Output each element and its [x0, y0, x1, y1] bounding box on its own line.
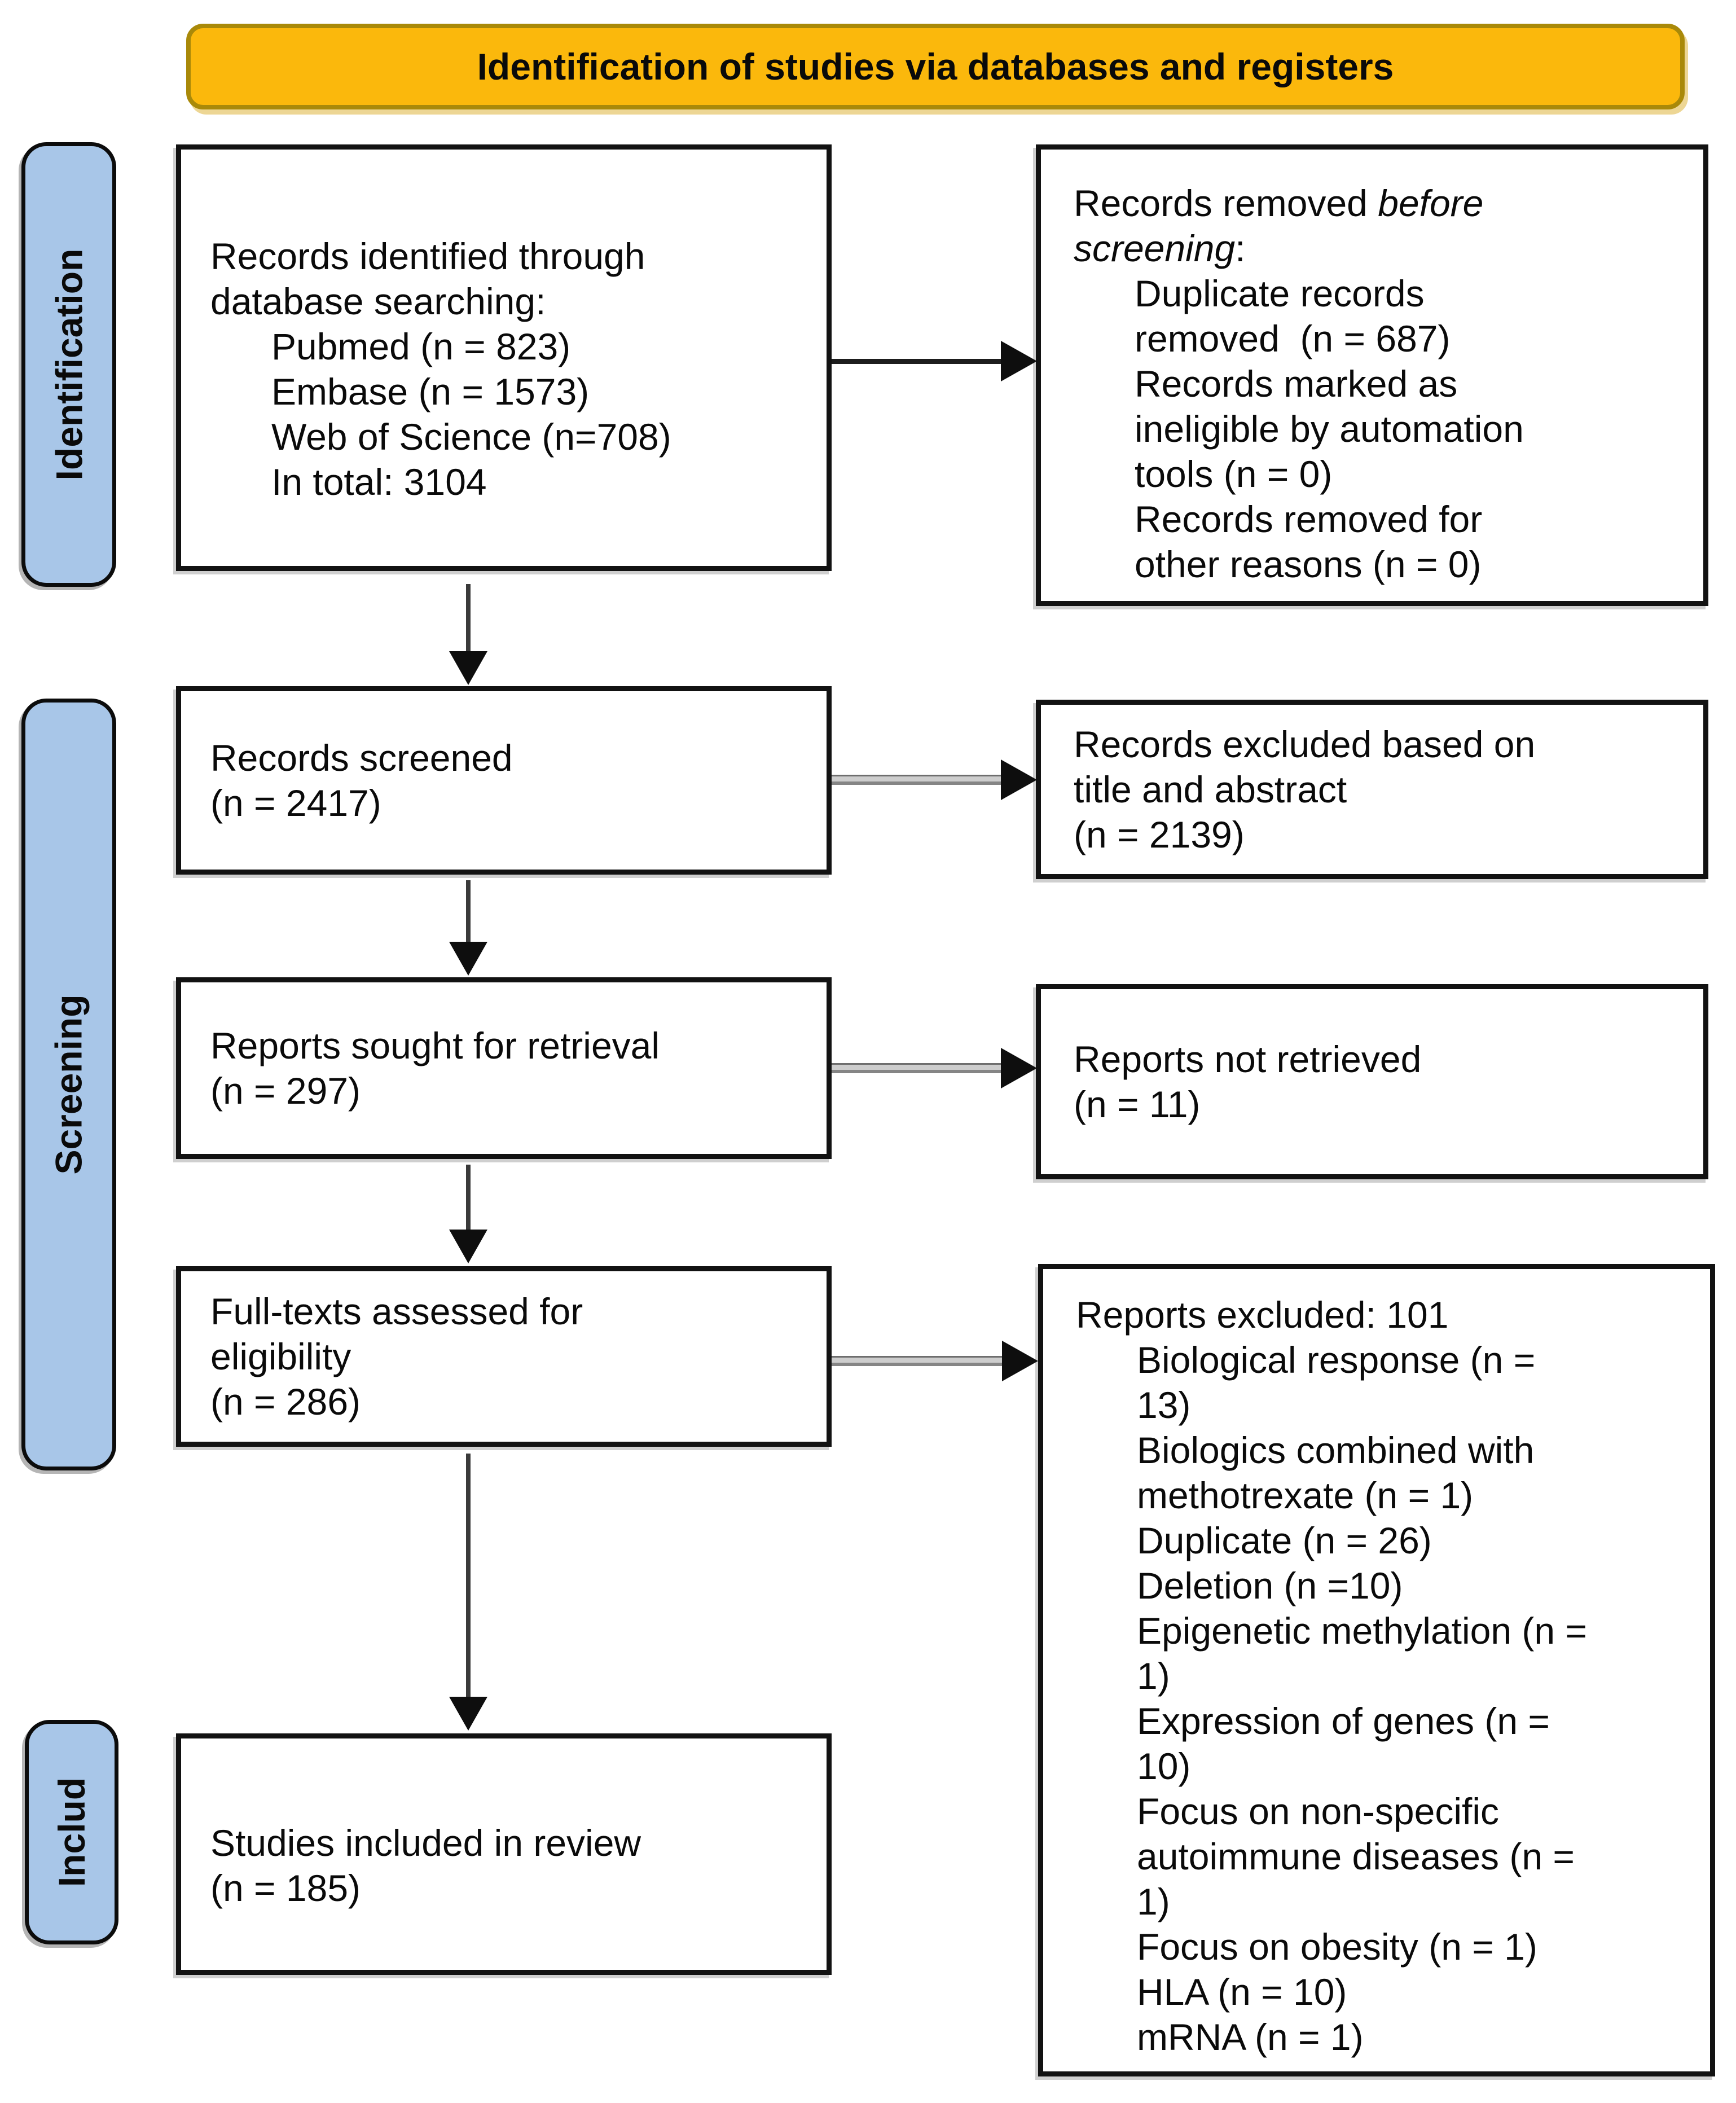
text-line: eligibility — [210, 1336, 351, 1377]
box-records-removed-before-screening: Records removed before screening: Duplic… — [1036, 144, 1708, 606]
text-line: screening: — [1074, 227, 1246, 269]
text-line: Duplicate (n = 26) — [1137, 1520, 1432, 1561]
stage-label-text: Screening — [48, 994, 90, 1175]
text-line: (n = 297) — [210, 1070, 361, 1112]
text-line: (n = 2417) — [210, 782, 381, 824]
text-line: Reports sought for retrieval — [210, 1025, 660, 1066]
text-line: ineligible by automation — [1135, 408, 1524, 450]
stage-label-included: Includ — [25, 1720, 118, 1944]
text-line: Biological response (n = — [1137, 1339, 1536, 1381]
diagram-title: Identification of studies via databases … — [477, 46, 1394, 87]
text-line: Expression of genes (n = — [1137, 1700, 1550, 1742]
arrow-fulltext-to-excluded — [832, 1356, 1004, 1366]
arrowhead-down-icon — [449, 651, 487, 685]
box-records-excluded-title-abstract: Records excluded based on title and abst… — [1036, 700, 1708, 879]
text-line: Records screened — [210, 737, 513, 779]
text-line: tools (n = 0) — [1135, 453, 1333, 495]
text-line: In total: 3104 — [271, 461, 487, 503]
text-line: Focus on non-specific — [1137, 1790, 1499, 1832]
arrow-identified-to-removed — [832, 359, 1003, 364]
arrow-fulltext-to-included — [466, 1454, 471, 1698]
text-line: removed (n = 687) — [1135, 318, 1451, 359]
text-line: Biologics combined with — [1137, 1429, 1535, 1471]
text-line: 1) — [1137, 1881, 1170, 1922]
text-line: Web of Science (n=708) — [271, 416, 671, 458]
stage-label-text: Includ — [51, 1777, 93, 1887]
text-line: Records marked as — [1135, 363, 1458, 405]
box-records-identified: Records identified through database sear… — [176, 144, 832, 571]
text-line: 13) — [1137, 1384, 1191, 1426]
text-line: 1) — [1137, 1655, 1170, 1697]
arrow-sought-to-fulltext — [466, 1165, 471, 1231]
text-line: mRNA (n = 1) — [1137, 2016, 1364, 2058]
stage-label-text: Identification — [48, 248, 90, 481]
text-line: methotrexate (n = 1) — [1137, 1474, 1474, 1516]
box-records-screened: Records screened (n = 2417) — [176, 686, 832, 875]
stage-label-identification: Identification — [21, 142, 116, 587]
box-reports-sought: Reports sought for retrieval (n = 297) — [176, 977, 832, 1159]
title-banner: Identification of studies via databases … — [186, 24, 1685, 109]
arrowhead-right-icon — [1001, 1048, 1037, 1088]
arrowhead-right-icon — [1001, 341, 1037, 381]
text-line: Deletion (n =10) — [1137, 1565, 1403, 1606]
text-line: Embase (n = 1573) — [271, 371, 590, 412]
arrowhead-down-icon — [449, 942, 487, 976]
text-line: Records removed for — [1135, 498, 1483, 540]
arrow-sought-to-not-retrieved — [832, 1063, 1003, 1073]
text-line: Focus on obesity (n = 1) — [1137, 1926, 1537, 1968]
stage-label-screening: Screening — [21, 699, 116, 1470]
text-line: 10) — [1137, 1745, 1191, 1787]
arrowhead-right-icon — [1001, 759, 1037, 800]
arrow-screened-to-excluded — [832, 775, 1003, 785]
text-line: other reasons (n = 0) — [1135, 543, 1482, 585]
text-line: Full-texts assessed for — [210, 1290, 583, 1332]
text-line: (n = 286) — [210, 1381, 361, 1423]
text-line: database searching: — [210, 280, 546, 322]
text-line: autoimmune diseases (n = — [1137, 1836, 1575, 1877]
text-line: (n = 11) — [1074, 1083, 1201, 1125]
text-line: (n = 2139) — [1074, 814, 1245, 855]
arrowhead-right-icon — [1002, 1341, 1038, 1381]
arrowhead-down-icon — [449, 1697, 487, 1731]
arrowhead-down-icon — [449, 1230, 487, 1263]
text-line: Epigenetic methylation (n = — [1137, 1610, 1587, 1652]
box-reports-not-retrieved: Reports not retrieved (n = 11) — [1036, 984, 1708, 1179]
text-line: title and abstract — [1074, 769, 1347, 810]
text-line: Studies included in review — [210, 1822, 641, 1864]
text-line: Duplicate records — [1135, 273, 1425, 314]
text-line: (n = 185) — [210, 1867, 361, 1909]
text-line: Records identified through — [210, 235, 645, 277]
box-fulltexts-assessed: Full-texts assessed for eligibility (n =… — [176, 1266, 832, 1447]
text-line: Records removed before — [1074, 182, 1484, 224]
arrow-identified-to-screened — [466, 584, 471, 653]
text-line: HLA (n = 10) — [1137, 1971, 1347, 2013]
text-line: Pubmed (n = 823) — [271, 326, 571, 367]
arrow-screened-to-sought — [466, 880, 471, 943]
text-line: Reports not retrieved — [1074, 1038, 1422, 1080]
text-line: Reports excluded: 101 — [1076, 1294, 1449, 1336]
box-reports-excluded: Reports excluded: 101 Biological respons… — [1038, 1264, 1715, 2076]
box-studies-included: Studies included in review (n = 185) — [176, 1733, 832, 1975]
text-line: Records excluded based on — [1074, 723, 1536, 765]
